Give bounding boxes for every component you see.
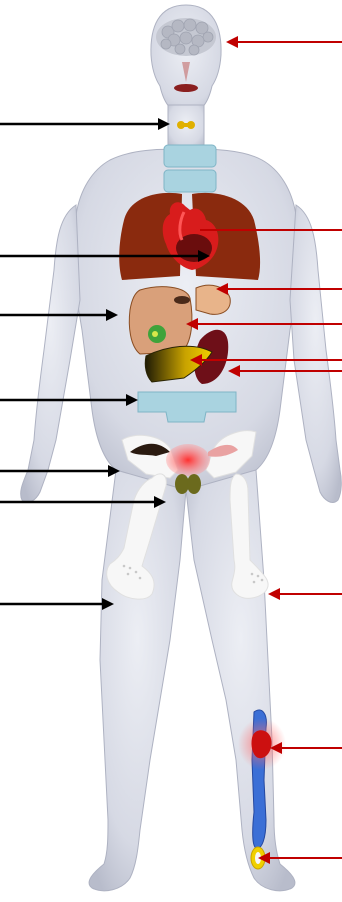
arrow-left-icon	[270, 742, 342, 754]
arrow-left-icon	[268, 588, 342, 600]
gallbladder-illustration	[148, 325, 166, 343]
arrow-right-icon	[0, 598, 114, 610]
neck	[168, 105, 204, 150]
arrow-right-icon	[0, 118, 170, 130]
liver-illustration	[129, 287, 192, 354]
arm-viewer-left	[21, 205, 80, 502]
arrow-right-icon	[0, 465, 120, 477]
arm-viewer-right	[290, 205, 341, 502]
arrow-left-icon	[226, 36, 342, 48]
